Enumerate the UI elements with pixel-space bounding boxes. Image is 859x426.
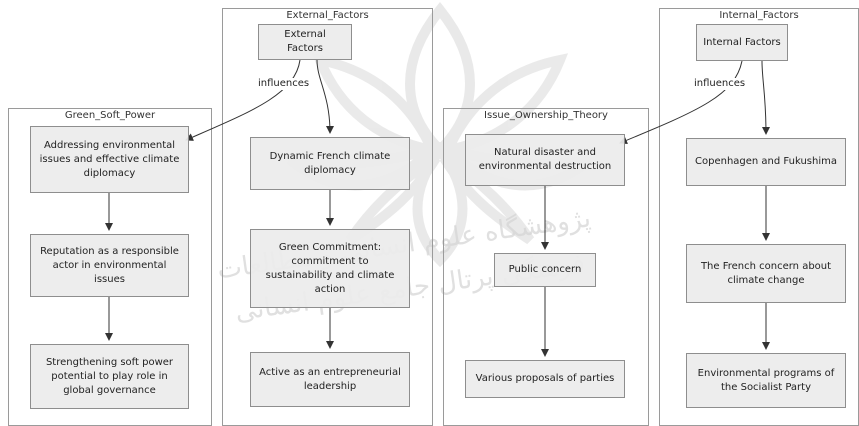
edge-internal-to-issue1 xyxy=(619,60,743,145)
group-title: Internal_Factors xyxy=(719,10,799,21)
node-environmental-programs-socialist-party: Environmental programs of the Socialist … xyxy=(686,353,846,408)
edge-label-external-influences: influences xyxy=(256,78,312,90)
node-dynamic-french-climate-diplomacy: Dynamic French climate diplomacy xyxy=(250,137,410,190)
edge-external-to-green1 xyxy=(185,59,301,141)
node-copenhagen-fukushima: Copenhagen and Fukushima xyxy=(686,138,846,186)
edge-internal-to-int1 xyxy=(761,60,770,135)
node-natural-disaster: Natural disaster and environmental destr… xyxy=(465,134,625,186)
group-title: External_Factors xyxy=(286,10,369,21)
group-title: Issue_Ownership_Theory xyxy=(484,110,608,121)
node-french-concern-climate-change: The French concern about climate change xyxy=(686,244,846,303)
group-title: Green_Soft_Power xyxy=(64,110,156,121)
edge-external-to-ext1 xyxy=(316,59,334,134)
node-entrepreneurial-leadership: Active as an entrepreneurial leadership xyxy=(250,352,410,407)
node-green-commitment: Green Commitment: commitment to sustaina… xyxy=(250,229,410,308)
node-various-proposals: Various proposals of parties xyxy=(465,360,625,398)
node-strengthening-soft-power: Strengthening soft power potential to pl… xyxy=(30,344,189,409)
edge-label-internal-influences: influences xyxy=(692,78,748,90)
node-external-factors: External Factors xyxy=(258,24,352,60)
node-internal-factors: Internal Factors xyxy=(696,24,788,61)
node-public-concern: Public concern xyxy=(494,253,596,287)
node-reputation-responsible-actor: Reputation as a responsible actor in env… xyxy=(30,234,189,297)
node-addressing-environmental-issues: Addressing environmental issues and effe… xyxy=(30,126,189,193)
